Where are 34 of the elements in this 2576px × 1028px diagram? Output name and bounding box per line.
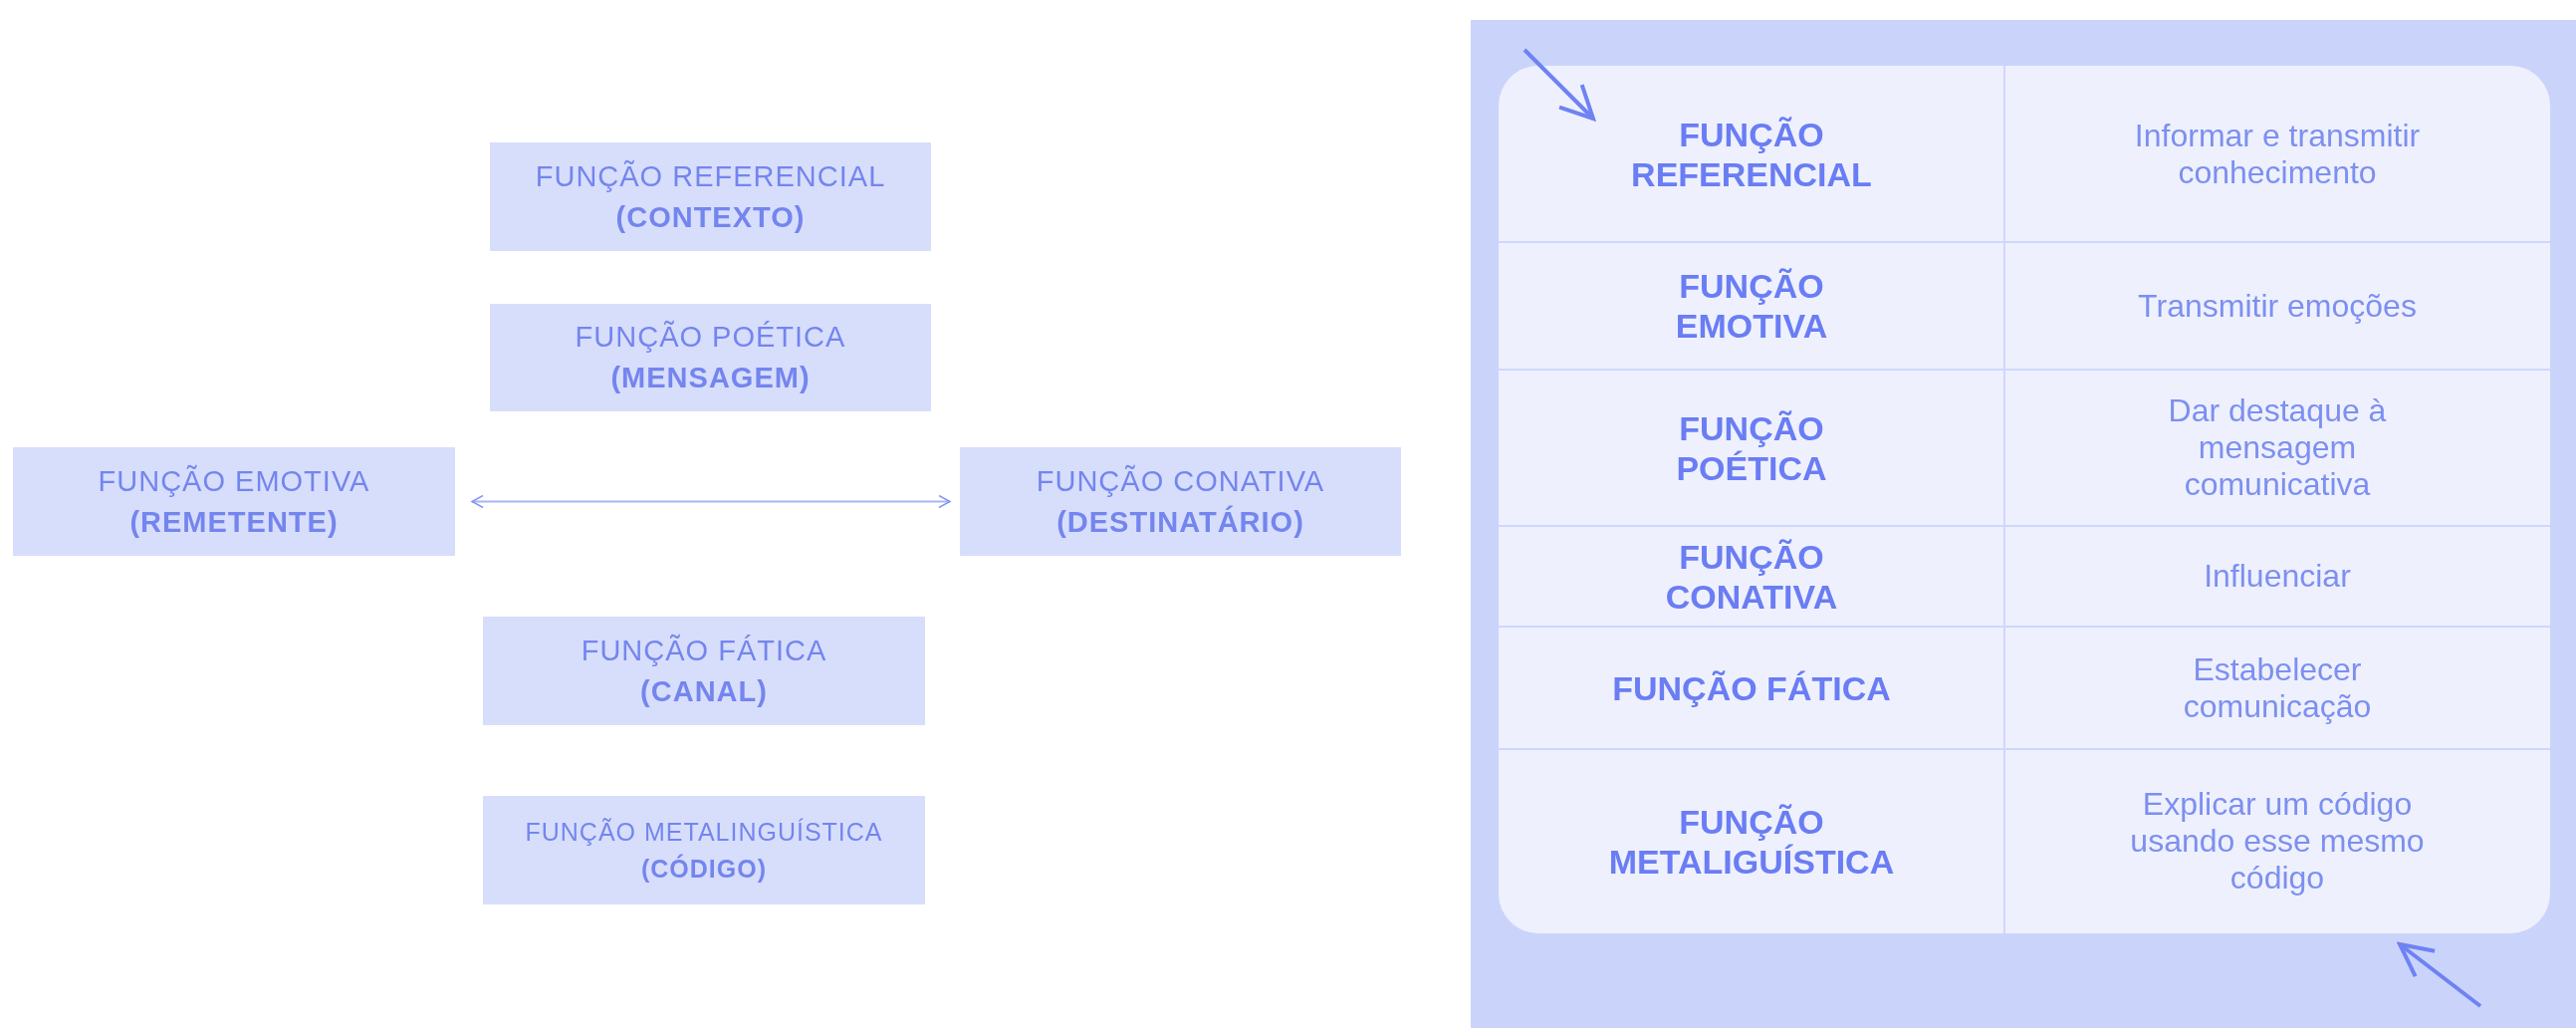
function-box [960,447,1401,556]
function-name: FUNÇÃO CONATIVA [1664,536,1839,617]
function-box [490,142,931,251]
function-description: Influenciar [2204,558,2351,595]
box-subtitle: (MENSAGEM) [610,362,811,394]
box-title: FUNÇÃO CONATIVA [1036,464,1325,498]
box-subtitle: (CONTEXTO) [615,200,806,234]
function-description: Explicar um código usando esse mesmo código [2129,786,2426,897]
function-name: FUNÇÃO REFERENCIAL [1630,114,1873,194]
box-title: FUNÇÃO METALINGUÍSTICA [525,817,883,847]
box-subtitle: (REMETENTE) [129,505,339,539]
function-name: FUNÇÃO METALIGUÍSTICA [1608,801,1895,882]
function-description: Dar destaque à mensagem comunicativa [2167,392,2388,503]
function-description: Estabelecer comunicação [2182,650,2373,725]
box-subtitle: (CANAL) [640,674,768,708]
function-name: FUNÇÃO FÁTICA [1612,667,1891,708]
function-box [483,617,925,725]
arrow [2398,942,2482,1008]
function-name: FUNÇÃO EMOTIVA [1674,266,1829,346]
function-description: Transmitir emoções [2138,287,2417,325]
function-name: FUNÇÃO POÉTICA [1675,407,1828,488]
function-box [13,447,455,556]
box-title: FUNÇÃO REFERENCIAL [535,159,886,193]
box-title: FUNÇÃO EMOTIVA [98,464,370,498]
function-box [483,796,925,904]
double-arrow [471,494,951,509]
box-subtitle: (CÓDIGO) [640,854,767,884]
box-subtitle: (DESTINATÁRIO) [1056,505,1304,539]
box-title: FUNÇÃO FÁTICA [581,634,827,667]
table-card [1499,66,2550,933]
function-description: Informar e transmitir conhecimento [2133,117,2422,191]
function-box [490,304,931,411]
arrow [1522,48,1595,121]
box-title: FUNÇÃO POÉTICA [575,321,846,354]
